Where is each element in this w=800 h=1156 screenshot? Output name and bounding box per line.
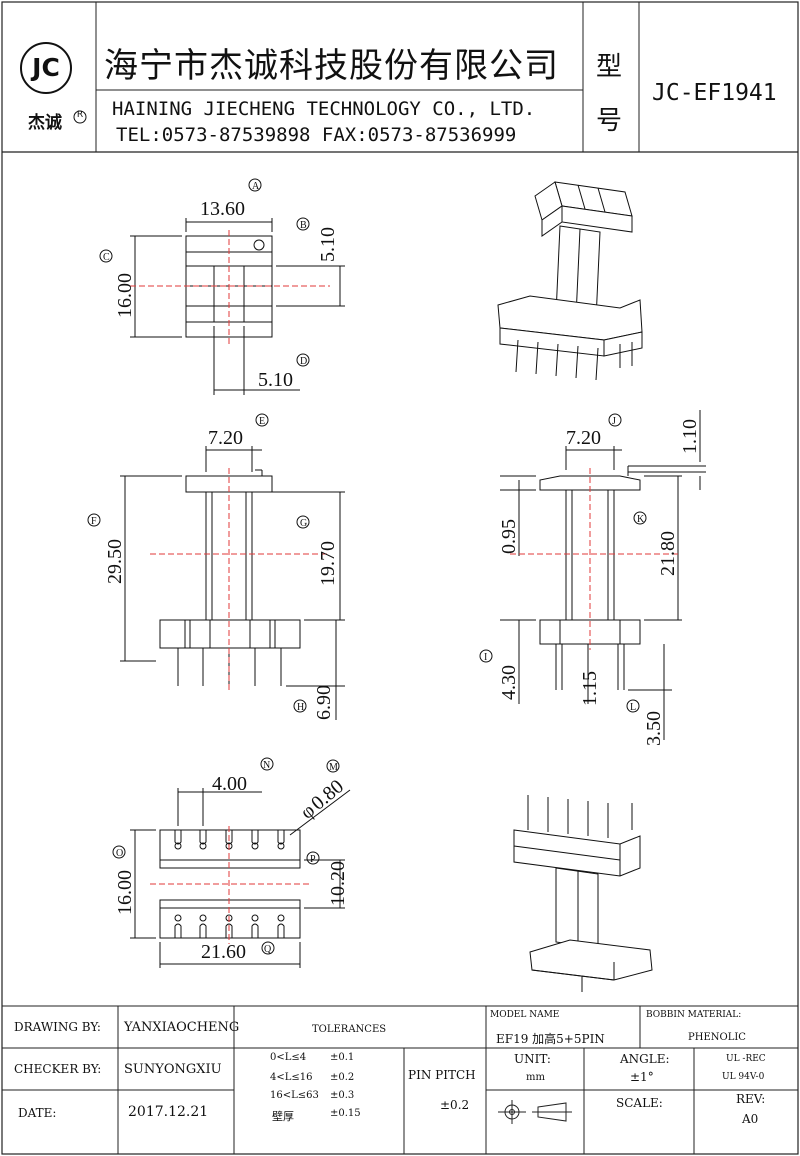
ref-G: G (300, 518, 307, 529)
model-label-2: 号 (596, 106, 623, 136)
ref-F: F (91, 516, 97, 527)
dim-A-value: 13.60 (200, 198, 245, 220)
dim-D-value: 5.10 (258, 369, 293, 391)
dim-G-value: 19.70 (317, 541, 339, 586)
dim-K2-value: 0.95 (498, 519, 520, 554)
dim-I2-value: 1.15 (579, 671, 601, 706)
model-name-value: EF19 加高5+5PIN (496, 1032, 605, 1046)
dim-M-value: 0.80 (307, 775, 348, 814)
company-contact: TEL:0573-87539898 FAX:0573-87536999 (116, 124, 517, 146)
ref-O: O (116, 848, 123, 859)
ref-C: C (103, 252, 110, 263)
dim-L-value: 3.50 (643, 711, 665, 746)
checker-by-value: SUNYONGXIU (124, 1062, 222, 1077)
unit-value: mm (526, 1072, 545, 1083)
angle-label: ANGLE: (620, 1052, 670, 1066)
jc-logo (20, 42, 87, 124)
checker-by-label: CHECKER BY: (14, 1062, 102, 1076)
model-number: JC-EF1941 (652, 80, 777, 106)
front-view (120, 446, 345, 720)
ref-Q: Q (264, 944, 272, 955)
model-name-label: MODEL NAME (490, 1010, 560, 1020)
ref-M: M (329, 762, 338, 773)
unit-label: UNIT: (514, 1052, 551, 1066)
dim-Q-value: 21.60 (201, 941, 246, 963)
ref-D: D (300, 356, 307, 367)
rev-label: REV: (736, 1092, 766, 1106)
dim-K-value: 21.80 (657, 531, 679, 576)
ref-L: L (630, 702, 636, 713)
drawing-by-label: DRAWING BY: (14, 1020, 101, 1034)
ref-I: I (484, 652, 487, 663)
title-block-grid (2, 1005, 798, 1154)
ul-94v0: UL 94V-0 (722, 1072, 765, 1082)
angle-value: ±1° (630, 1070, 654, 1084)
ref-J: J (612, 416, 616, 427)
registered-mark: R (76, 110, 84, 120)
date-label: DATE: (18, 1106, 57, 1120)
dim-C-value: 16.00 (114, 273, 136, 318)
tol-value-4: ±0.15 (330, 1108, 361, 1119)
company-name-en: HAINING JIECHENG TECHNOLOGY CO., LTD. (112, 98, 536, 120)
pin-pitch-label: PIN PITCH (408, 1068, 476, 1082)
ref-K: K (637, 514, 645, 525)
date-value: 2017.12.21 (128, 1104, 209, 1120)
iso-view-top (497, 181, 643, 381)
dim-E-value: 7.20 (208, 427, 243, 449)
tol-range-3: 16<L≤63 (270, 1090, 319, 1101)
tol-range-1: 0<L≤4 (270, 1052, 307, 1063)
top-view (130, 218, 345, 395)
drawing-by-value: YANXIAOCHENG (124, 1020, 240, 1035)
ref-E: E (259, 416, 265, 427)
dim-F-value: 29.50 (104, 539, 126, 584)
ul-rec: UL -REC (726, 1054, 766, 1064)
ref-H: H (297, 702, 304, 713)
ref-B: B (300, 220, 307, 231)
iso-view-bottom (513, 795, 653, 992)
tol-range-2: 4<L≤16 (270, 1072, 313, 1083)
rev-value: A0 (742, 1112, 759, 1126)
ref-N: N (263, 760, 270, 771)
bobbin-material-value: PHENOLIC (688, 1032, 746, 1043)
company-name-cn: 海宁市杰诚科技股份有限公司 (104, 46, 559, 86)
scale-label: SCALE: (616, 1096, 663, 1110)
dim-I-value: 4.30 (498, 665, 520, 700)
dim-J2-value: 1.10 (679, 419, 701, 454)
bottom-view (130, 788, 351, 968)
ref-P: P (310, 854, 316, 865)
dim-B-value: 5.10 (317, 227, 339, 262)
tol-value-1: ±0.1 (330, 1052, 355, 1063)
pin-pitch-value: ±0.2 (440, 1098, 470, 1112)
dim-N-value: 4.00 (212, 773, 247, 795)
ref-A: A (252, 181, 260, 192)
dim-P-value: 10.20 (327, 861, 349, 906)
model-label-1: 型 (596, 52, 623, 82)
logo-letters: JC (32, 53, 60, 82)
tol-range-4: 壁厚 (272, 1110, 294, 1123)
dim-H-value: 6.90 (313, 685, 335, 720)
side-view (500, 410, 706, 740)
tol-value-2: ±0.2 (330, 1072, 355, 1083)
tol-value-3: ±0.3 (330, 1090, 355, 1101)
logo-brand: 杰诚 (28, 113, 62, 133)
tolerances-label: TOLERANCES (312, 1024, 387, 1035)
dim-J-value: 7.20 (566, 427, 601, 449)
dim-O-value: 16.00 (114, 870, 136, 915)
bobbin-material-label: BOBBIN MATERIAL: (646, 1010, 742, 1020)
